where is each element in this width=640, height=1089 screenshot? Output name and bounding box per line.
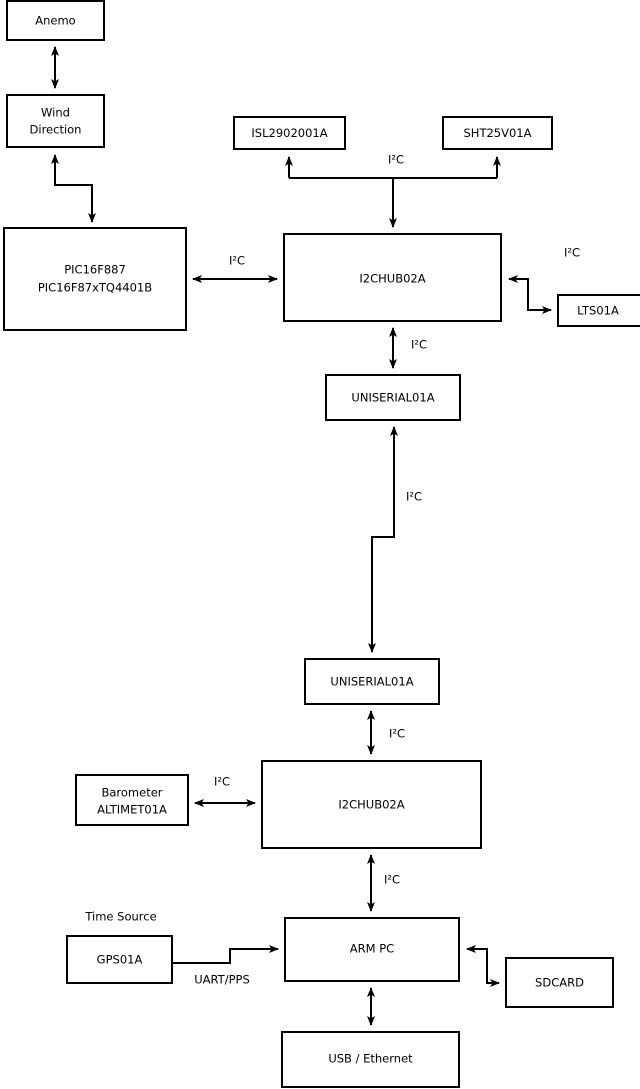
node-pic-mcu-label-line2: PIC16F87xTQ4401B xyxy=(38,281,152,295)
node-lts01a[interactable]: LTS01A xyxy=(557,294,640,327)
node-pic-mcu[interactable]: PIC16F887 PIC16F87xTQ4401B xyxy=(3,227,187,331)
node-pic-mcu-label-line1: PIC16F887 xyxy=(64,263,126,277)
edge-label-i2c-sensors-hub: I²C xyxy=(388,153,404,167)
node-sht25v01a[interactable]: SHT25V01A xyxy=(442,116,553,150)
node-wind-direction-label-line2: Direction xyxy=(30,123,82,137)
node-arm-pc-label: ARM PC xyxy=(350,942,394,956)
connector-hubtop-lts xyxy=(508,275,552,314)
node-isl2902001a[interactable]: ISL2902001A xyxy=(233,116,346,150)
node-i2chub02a-top-label: I2CHUB02A xyxy=(359,272,425,286)
node-i2chub02a-top[interactable]: I2CHUB02A xyxy=(283,233,502,322)
label-time-source: Time Source xyxy=(84,910,156,924)
node-usb-ethernet[interactable]: USB / Ethernet xyxy=(281,1031,460,1088)
connector-gps-armpc xyxy=(172,945,279,964)
node-uniserial01a-lower[interactable]: UNISERIAL01A xyxy=(304,658,440,705)
edge-label-i2c-pic-hub: I²C xyxy=(229,254,245,268)
connectors xyxy=(51,46,552,1026)
node-i2chub02a-bottom[interactable]: I2CHUB02A xyxy=(261,760,482,849)
node-sht25v01a-label: SHT25V01A xyxy=(464,126,532,140)
edge-label-i2c-barometer-hub: I²C xyxy=(214,775,230,789)
edge-labels: I²C I²C I²C I²C I²C I²C I²C I²C UART/PPS xyxy=(194,153,580,987)
node-anemo-label: Anemo xyxy=(35,14,75,28)
connector-armpc-sdcard xyxy=(466,945,500,987)
nodes: Anemo Wind Direction PIC16F887 PIC16F87x… xyxy=(3,0,640,1088)
node-anemo[interactable]: Anemo xyxy=(6,0,105,41)
node-arm-pc[interactable]: ARM PC xyxy=(284,917,460,982)
edge-label-i2c-uniserial-link: I²C xyxy=(406,490,422,504)
node-wind-direction-label-line1: Wind xyxy=(41,106,70,120)
node-barometer[interactable]: Barometer ALTIMET01A xyxy=(75,774,189,826)
node-i2chub02a-bottom-label: I2CHUB02A xyxy=(338,798,404,812)
free-labels: Time Source xyxy=(84,910,156,924)
node-uniserial01a-lower-label: UNISERIAL01A xyxy=(330,675,413,689)
node-wind-direction[interactable]: Wind Direction xyxy=(6,94,105,148)
edge-label-i2c-hub-lts: I²C xyxy=(564,246,580,260)
edge-label-i2c-uniserial2-hub: I²C xyxy=(389,727,405,741)
node-gps01a[interactable]: GPS01A xyxy=(66,935,173,984)
node-sdcard-label: SDCARD xyxy=(535,976,584,990)
edge-label-uart-pps: UART/PPS xyxy=(194,973,250,987)
edge-label-i2c-hub-armpc: I²C xyxy=(384,873,400,887)
node-isl2902001a-label: ISL2902001A xyxy=(251,126,327,140)
node-uniserial01a-upper-label: UNISERIAL01A xyxy=(351,391,434,405)
edge-label-i2c-hub-uniserial1: I²C xyxy=(411,338,427,352)
node-usb-ethernet-label: USB / Ethernet xyxy=(328,1052,413,1066)
connector-uniserial1-uniserial2 xyxy=(368,426,398,653)
node-uniserial01a-upper[interactable]: UNISERIAL01A xyxy=(325,374,461,421)
node-barometer-label-line2: ALTIMET01A xyxy=(97,803,167,817)
node-lts01a-label: LTS01A xyxy=(577,304,619,318)
node-barometer-label-line1: Barometer xyxy=(101,786,162,800)
node-gps01a-label: GPS01A xyxy=(97,953,143,967)
node-sdcard[interactable]: SDCARD xyxy=(505,957,614,1008)
connector-pic-wind xyxy=(51,154,96,223)
